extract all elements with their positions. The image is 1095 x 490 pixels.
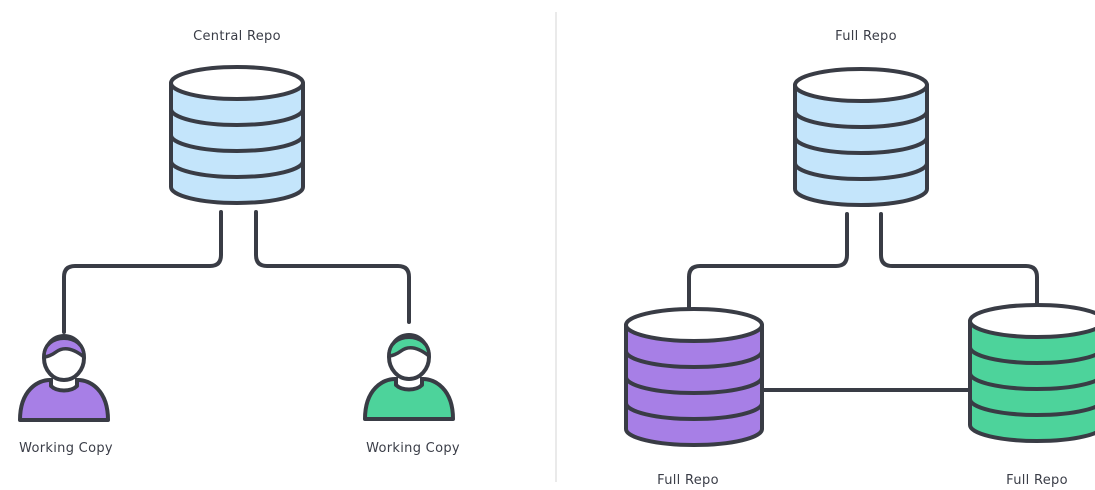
connector-full-to-right	[879, 212, 1039, 307]
cylinder-top	[968, 303, 1095, 339]
working-copy-avatar-left	[18, 334, 110, 422]
person-neck	[49, 378, 79, 393]
person-hair	[42, 336, 86, 359]
connector-full-to-left	[687, 212, 849, 312]
central-repo-title: Central Repo	[193, 29, 281, 44]
connector-central-to-left	[62, 210, 223, 334]
full-repo-title: Full Repo	[835, 29, 897, 44]
cylinder-top	[169, 65, 305, 101]
connectors	[62, 210, 1039, 392]
full-repo-database-left	[624, 307, 764, 447]
cylinder-top	[793, 67, 929, 103]
full-repo-label-left: Full Repo	[657, 473, 719, 488]
connector-central-to-right	[254, 210, 411, 324]
working-copy-label-left: Working Copy	[19, 441, 113, 456]
person-neck	[394, 377, 424, 392]
full-repo-database-right	[968, 303, 1095, 443]
working-copy-label-right: Working Copy	[366, 441, 460, 456]
full-repo-database-top	[793, 67, 929, 207]
working-copy-avatar-right	[363, 333, 455, 421]
full-repo-label-right: Full Repo	[1006, 473, 1068, 488]
central-repo-database	[169, 65, 305, 205]
cylinder-top	[624, 307, 764, 343]
person-hair	[387, 335, 431, 358]
shapes	[18, 65, 1095, 447]
